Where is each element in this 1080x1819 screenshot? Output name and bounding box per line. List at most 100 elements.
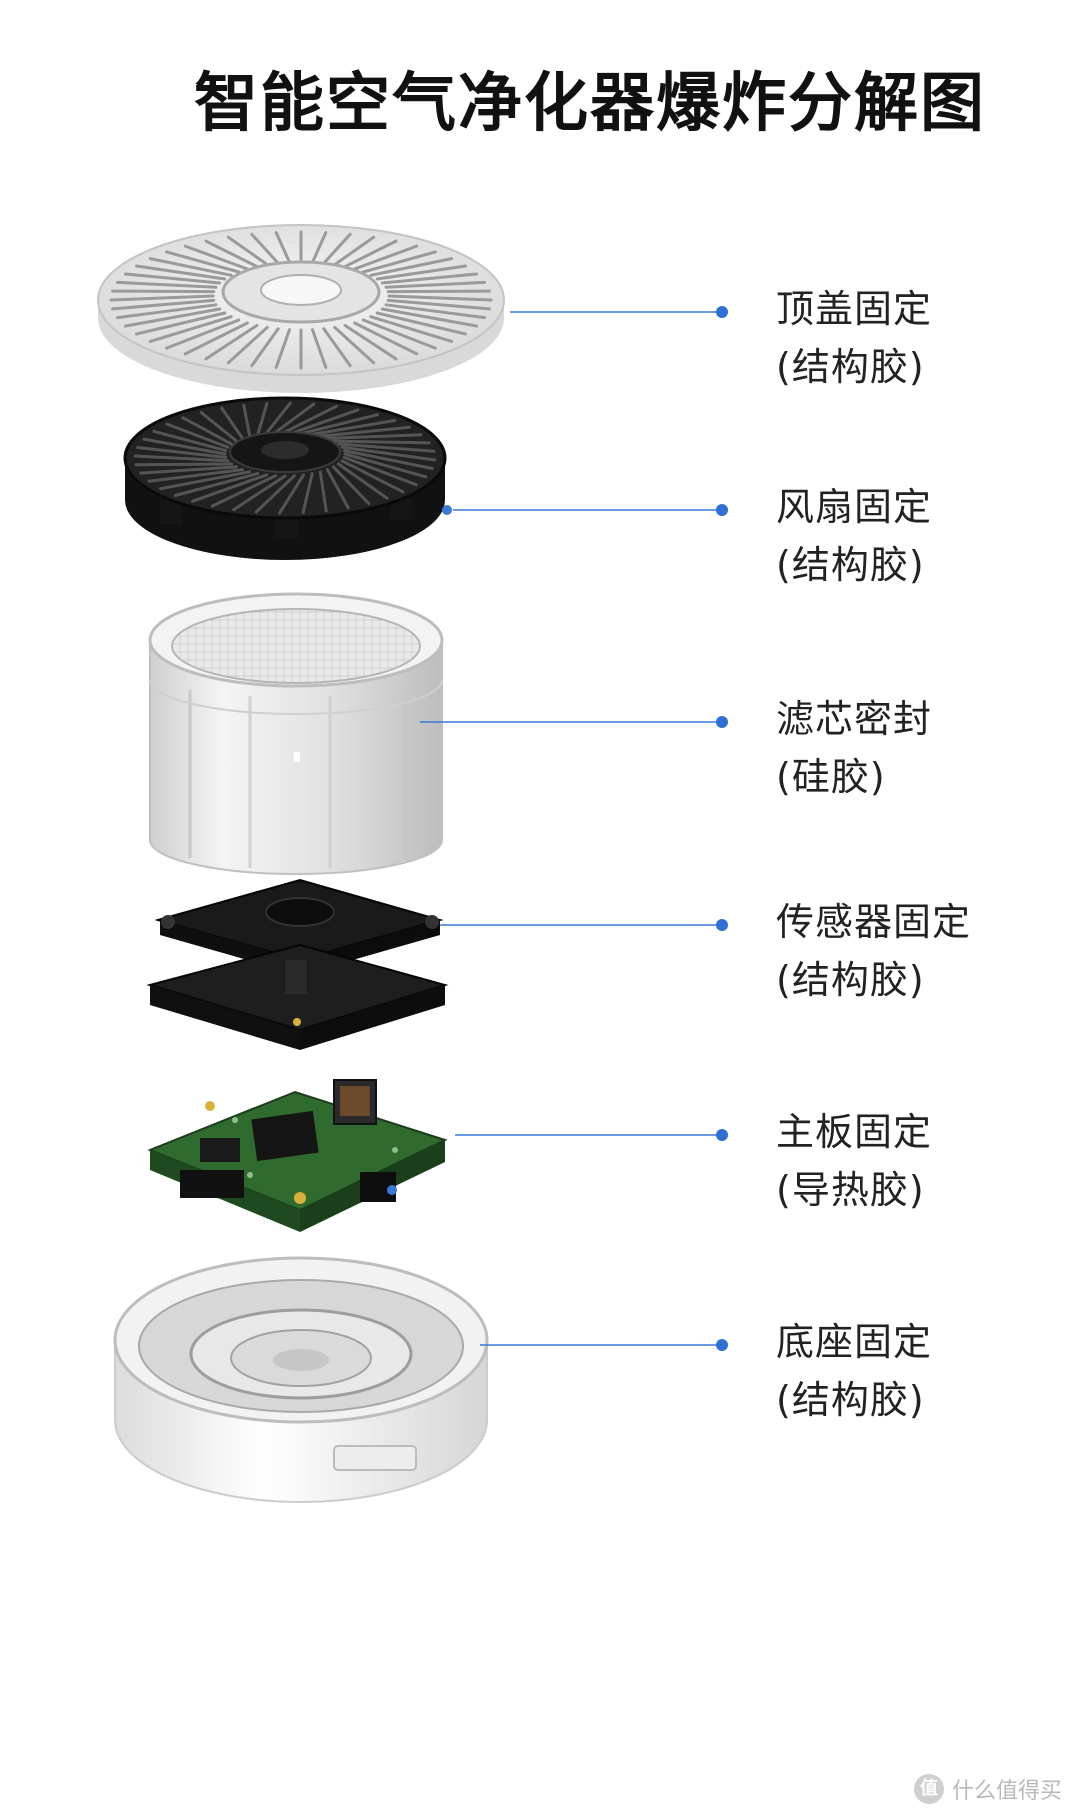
callout-material: (结构胶) [776,958,925,1002]
cover-rib [361,318,437,350]
fan-blade [325,433,423,440]
leader-dot [716,306,728,318]
cover-rib [369,257,454,277]
fan-blade [173,472,260,497]
fan-blade [337,442,436,453]
fan-blade [191,473,268,503]
callout-material: (结构胶) [776,345,925,389]
callout-material: (结构胶) [776,543,925,587]
callout-material: (硅胶) [776,755,886,799]
cover-rib [204,239,259,269]
cover-rib [135,311,227,336]
callout-title: 风扇固定 [776,485,933,529]
cover-rib [250,232,280,265]
cover-rib [311,328,328,369]
cover-rib [353,244,419,271]
callout-mainboard: 主板固定 (导热胶) [776,1103,932,1219]
base [113,1256,489,1503]
sensor-bracket [146,878,449,1050]
cover-rib [380,307,478,328]
fan-blade [232,474,287,512]
watermark: 值 什么值得买 [913,1773,1062,1805]
cover-rib [111,298,216,311]
cover-rib [183,244,249,271]
callout-filter: 滤芯密封 (硅胶) [776,690,932,806]
fan-blade [199,410,238,443]
cover-rib [274,231,291,264]
fan-blade [133,454,230,463]
fan-blade [340,459,405,494]
cover-rib [386,298,491,311]
callout-material: (导热胶) [776,1168,925,1212]
cover-rib [204,323,259,361]
fan-blade [142,437,227,456]
fan-blade [147,468,245,483]
leader-dot [716,504,728,516]
cover-rib [148,257,233,277]
watermark-text: 什么值得买 [951,1779,1062,1804]
cover-rib [226,325,269,365]
fan-blade [139,465,238,475]
callout-title: 底座固定 [776,1320,933,1364]
leader-dot [716,919,728,931]
cover-rib [111,289,216,294]
fan-blade [310,419,397,436]
fan-blade [318,470,328,513]
cover-rib [124,307,222,328]
cover-rib [353,321,419,356]
leader-dots [716,306,728,1351]
leader-lines [420,311,718,1346]
fan-blade [152,429,228,453]
fan-blade [318,425,411,438]
cover-rib [333,235,376,267]
fan-blade [254,474,296,514]
cover-rib [116,303,218,320]
callout-title: 传感器固定 [776,900,972,944]
fan-blade [165,422,230,449]
fan-blade [332,465,371,506]
fan-blade [181,416,233,446]
cover-rib [183,321,249,356]
cover-rib [250,327,280,368]
fan-blade [302,413,379,435]
leader-dot [716,1129,728,1141]
cover-rib [124,272,222,285]
cover-rib [135,264,227,281]
fan-blade [159,470,252,491]
fan-blade [343,452,428,479]
cover-rib [148,315,233,343]
cover-rib [274,328,291,369]
cover-rib [384,280,486,289]
fan-blade [301,472,314,515]
main-board [147,1079,448,1232]
fan-blade [278,473,305,515]
callout-material: (结构胶) [776,1378,925,1422]
fan-blade [256,401,269,436]
cover-rib [361,250,437,274]
cover-rib [387,294,493,302]
fan-blade [342,455,418,487]
leader-dot [716,1339,728,1351]
fan-blade [340,445,437,462]
cover-rib [116,280,218,289]
top-cover [97,224,505,393]
cover-rib [369,315,454,343]
fan-blade [342,449,434,470]
filter-cartridge [148,592,444,875]
fan-blade [134,462,233,467]
callout-sensor: 传感器固定 (结构胶) [776,893,971,1009]
fan-blade [220,406,245,440]
cover-rib [386,289,491,294]
cover-rib [343,239,398,269]
cover-rib [375,264,467,281]
callout-top-cover: 顶盖固定 (结构胶) [776,280,932,396]
cover-rib [380,272,478,285]
cover-rib [311,231,328,264]
cover-rib [384,303,486,320]
leader-dot [716,716,728,728]
fan-blade [325,468,350,510]
callout-fan: 风扇固定 (结构胶) [776,478,932,594]
fan-blade [337,462,389,500]
callout-title: 主板固定 [776,1110,933,1154]
